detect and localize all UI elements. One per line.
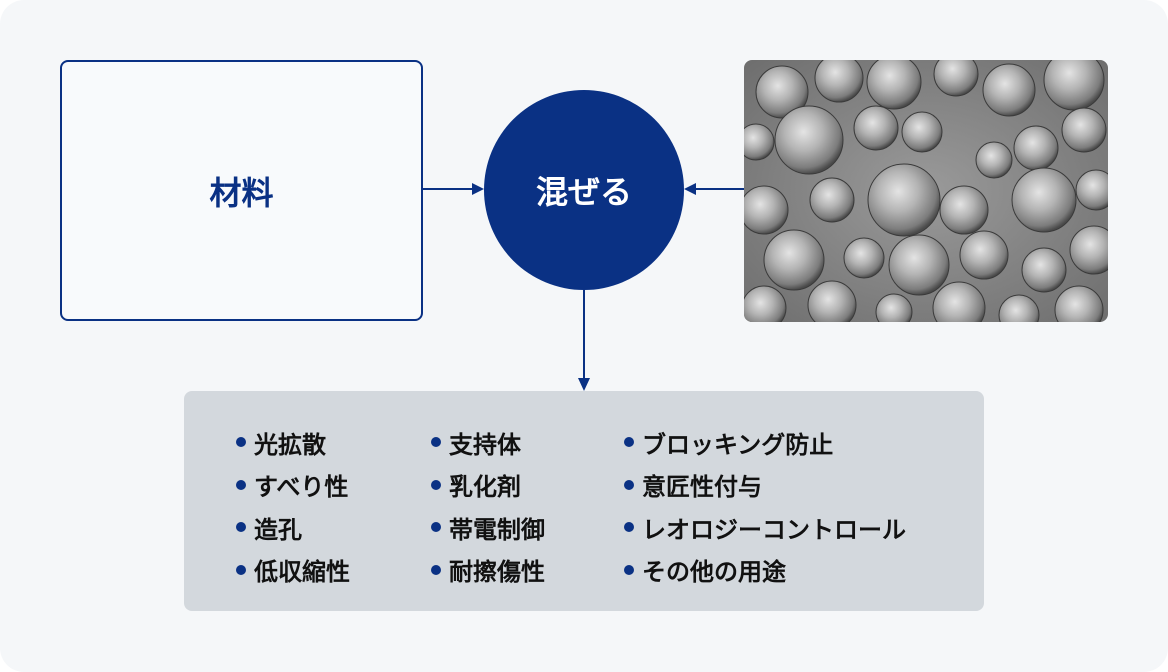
bullet-icon	[236, 522, 246, 533]
use-item: 光拡散	[236, 421, 350, 464]
use-item: レオロジーコントロール	[624, 506, 906, 549]
use-item: 乳化剤	[431, 464, 545, 507]
arrowhead-right	[472, 183, 484, 195]
bullet-icon	[236, 564, 246, 575]
bullet-icon	[431, 479, 441, 490]
bullet-icon	[624, 479, 634, 490]
bullet-icon	[431, 564, 441, 575]
mix-label: 混ぜる	[535, 173, 632, 211]
bullet-icon	[431, 437, 441, 448]
use-item: 耐擦傷性	[431, 549, 545, 592]
microscope-particles-image	[744, 60, 1108, 322]
bullet-icon	[624, 564, 634, 575]
material-label: 材料	[209, 173, 274, 212]
use-item: ブロッキング防止	[624, 421, 906, 464]
material-box: 材料	[60, 60, 423, 321]
use-item: 意匠性付与	[624, 464, 906, 507]
uses-panel: 光拡散 すべり性 造孔 低収縮性 支持体 乳化剤 帯電制御 耐擦傷性 ブロッキン…	[184, 391, 984, 611]
uses-column-1: 光拡散 すべり性 造孔 低収縮性	[236, 421, 350, 591]
arrowhead-left	[684, 183, 696, 195]
bullet-icon	[431, 522, 441, 533]
bullet-icon	[624, 522, 634, 533]
uses-column-3: ブロッキング防止 意匠性付与 レオロジーコントロール その他の用途	[624, 421, 906, 591]
use-item: その他の用途	[624, 549, 906, 592]
use-item: すべり性	[236, 464, 350, 507]
bullet-icon	[236, 479, 246, 490]
bullet-icon	[624, 437, 634, 448]
uses-column-2: 支持体 乳化剤 帯電制御 耐擦傷性	[431, 421, 545, 591]
use-item: 低収縮性	[236, 549, 350, 592]
mix-circle: 混ぜる	[484, 90, 684, 290]
use-item: 支持体	[431, 421, 545, 464]
arrowhead-down	[578, 378, 590, 391]
bullet-icon	[236, 437, 246, 448]
use-item: 帯電制御	[431, 506, 545, 549]
use-item: 造孔	[236, 506, 350, 549]
